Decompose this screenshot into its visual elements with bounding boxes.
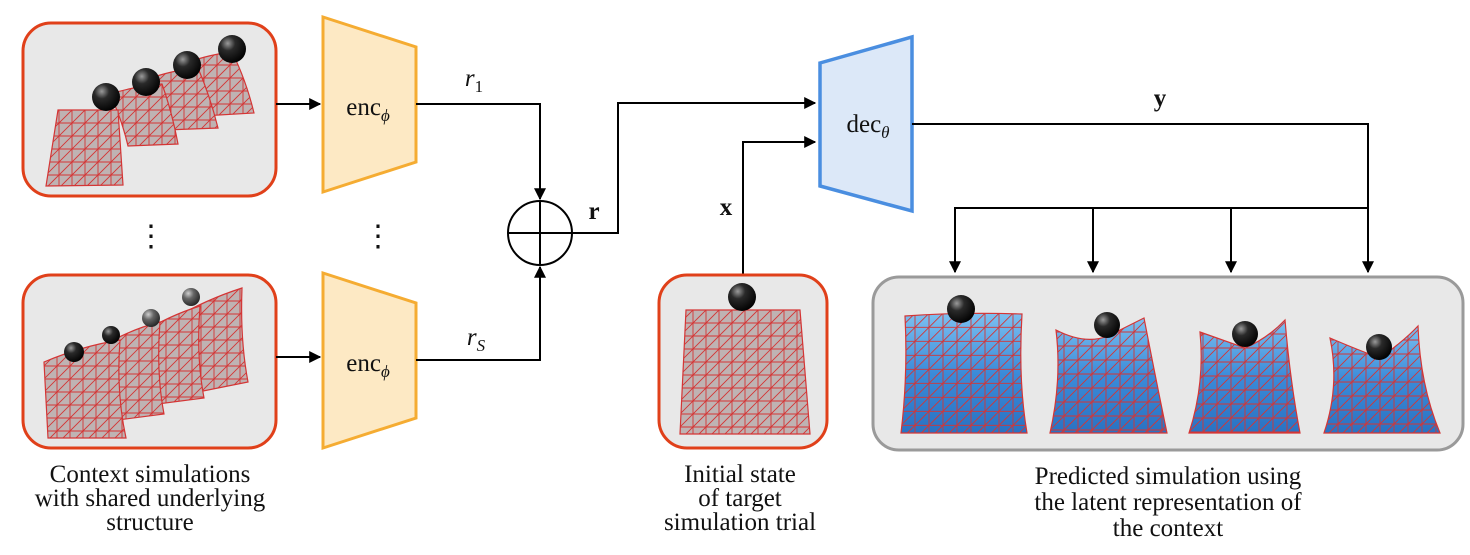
- decoder-trapezoid: [818, 34, 914, 214]
- ball: [92, 83, 120, 111]
- prediction-caption: Predicted simulation using the latent re…: [1034, 463, 1302, 542]
- aggregator-plus: [507, 200, 573, 266]
- caption-line: simulation trial: [664, 509, 816, 536]
- r-label: r: [588, 198, 599, 225]
- cloth-mesh: [175, 288, 248, 392]
- cloth-mesh: [680, 310, 810, 434]
- encoder-trapezoid: [321, 14, 418, 195]
- decoder: decθ: [818, 34, 914, 214]
- cloth-mesh: [1050, 318, 1167, 433]
- caption-line: with shared underlying: [35, 485, 266, 512]
- context-cloth-sequence: [43, 287, 249, 439]
- ball: [1366, 334, 1392, 360]
- encoder-trapezoid: [321, 270, 418, 451]
- arrow-rS-to-aggregator: [416, 265, 546, 361]
- ball: [102, 326, 120, 344]
- x-label: x: [720, 194, 733, 221]
- context-simulation-panel-1: [21, 21, 278, 198]
- encoder-2: encϕ: [321, 270, 418, 451]
- arrow-r-to-decoder: [572, 97, 817, 234]
- caption-line: Context simulations: [50, 461, 251, 488]
- caption-line: Initial state: [684, 461, 796, 488]
- caption-line: of target: [698, 485, 782, 512]
- caption-line: structure: [106, 509, 193, 536]
- y-label: y: [1154, 85, 1167, 112]
- prediction-panel: [871, 275, 1465, 452]
- ball: [728, 283, 756, 311]
- ball: [1094, 312, 1120, 338]
- arrow-x-to-decoder: [742, 136, 817, 275]
- encoder-vdots: ⋮: [363, 220, 393, 253]
- ball: [64, 342, 84, 362]
- ball: [218, 35, 246, 63]
- cloth-mesh: [1189, 320, 1300, 433]
- predicted-cloth-frame-1: [900, 312, 1028, 434]
- context-vdots: ⋮: [136, 220, 166, 253]
- predicted-cloth-frame-2: [1049, 317, 1168, 434]
- encoder-label: encϕ: [346, 94, 390, 125]
- cloth-mesh: [46, 110, 123, 186]
- decoder-label: decθ: [846, 111, 889, 142]
- context-caption: Context simulations with shared underlyi…: [35, 461, 266, 536]
- initial-state-caption: Initial state of target simulation trial: [664, 461, 816, 536]
- r1-label: r1: [465, 65, 483, 96]
- encoder-label: encϕ: [346, 350, 390, 381]
- arrow-y-to-frame-1: [949, 207, 1368, 274]
- encoder-1: encϕ: [321, 14, 418, 195]
- arrow-r1-to-aggregator: [416, 103, 546, 201]
- caption-line: the context: [1113, 515, 1223, 542]
- context-cloth-sequence: [45, 35, 255, 187]
- ball: [132, 68, 160, 96]
- caption-line: Predicted simulation using: [1035, 463, 1302, 490]
- context-simulation-panel-2: [21, 273, 278, 450]
- rS-label: rS: [467, 324, 486, 355]
- ball: [1232, 321, 1258, 347]
- ball: [142, 309, 160, 327]
- arrow-y-to-prediction: [912, 123, 1374, 274]
- initial-state-panel: [657, 273, 829, 450]
- ball: [947, 295, 975, 323]
- caption-line: the latent representation of: [1034, 489, 1302, 516]
- ball: [173, 51, 201, 79]
- ball: [182, 288, 200, 306]
